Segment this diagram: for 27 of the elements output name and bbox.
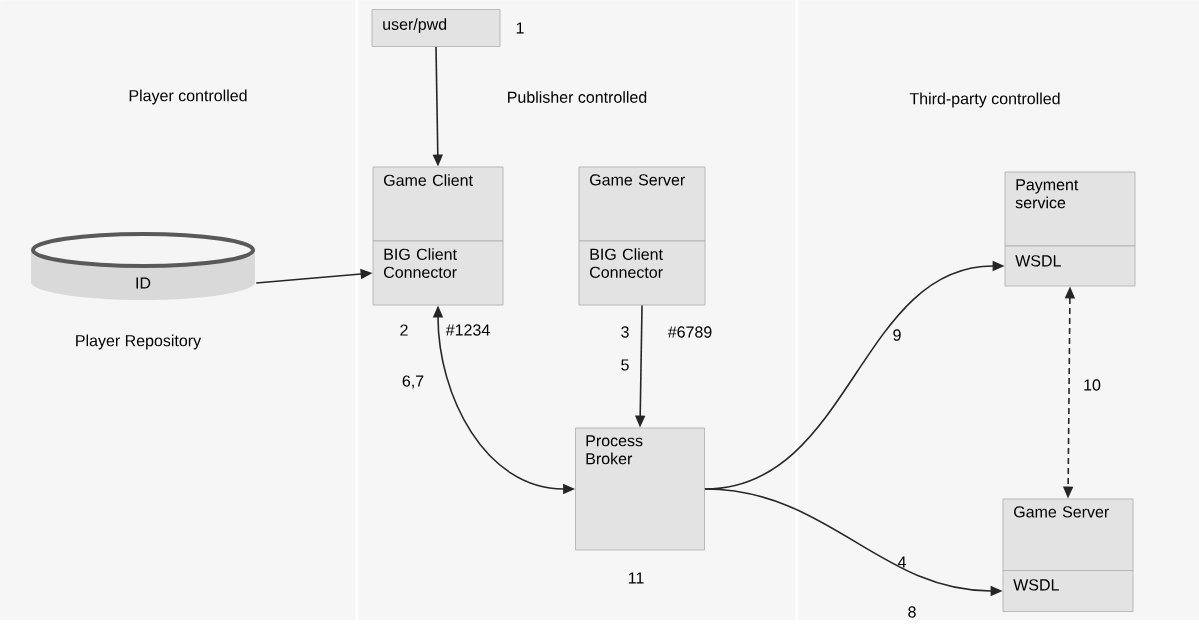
- node-caption: 11: [628, 572, 644, 584]
- component-box: Game Server: [578, 166, 706, 242]
- database-cylinder: ID: [31, 232, 255, 300]
- component-box: Game Client: [372, 166, 504, 242]
- step-number: 8: [908, 606, 916, 618]
- component-box: WSDL: [1004, 245, 1136, 287]
- region-heading: Third-party controlled: [909, 92, 1060, 108]
- edge-label: 10: [1082, 378, 1102, 392]
- component-box: BIG Client Connector: [578, 240, 706, 306]
- node-caption: 1: [516, 22, 524, 34]
- step-number: 5: [621, 359, 629, 371]
- step-number: #6789: [667, 326, 712, 338]
- component-box: WSDL: [1002, 570, 1134, 612]
- region-heading: Publisher controlled: [508, 91, 647, 103]
- component-box: Game Server: [1002, 498, 1134, 572]
- step-number: 6,7: [402, 375, 424, 389]
- step-number: #1234: [445, 324, 490, 336]
- step-number: 3: [621, 326, 629, 338]
- component-box: Payment service: [1004, 171, 1136, 247]
- step-number: 2: [400, 324, 408, 336]
- component-box: BIG Client Connector: [372, 240, 504, 306]
- region-heading: Player controlled: [129, 89, 247, 105]
- component-box: user/pwd: [371, 9, 501, 47]
- component-box: Process Broker: [575, 427, 705, 551]
- edge-label: 9: [891, 328, 903, 342]
- step-number: 4: [897, 556, 906, 568]
- node-caption: Player Repository: [76, 334, 202, 350]
